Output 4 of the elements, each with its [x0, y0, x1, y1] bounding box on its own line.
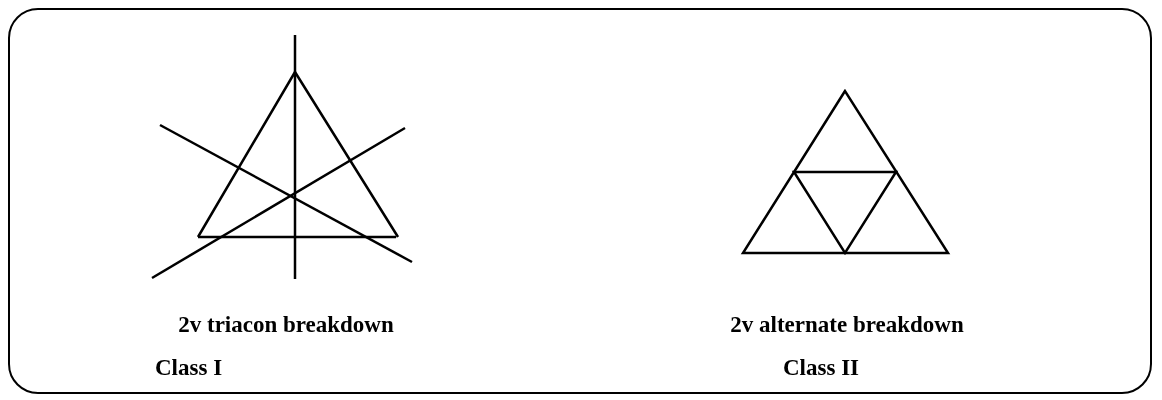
breakdown-caption: 2v alternate breakdown	[730, 312, 964, 338]
breakdown-caption: 2v triacon breakdown	[178, 312, 394, 338]
class-label: Class I	[155, 355, 223, 381]
class-label: Class II	[783, 355, 860, 381]
